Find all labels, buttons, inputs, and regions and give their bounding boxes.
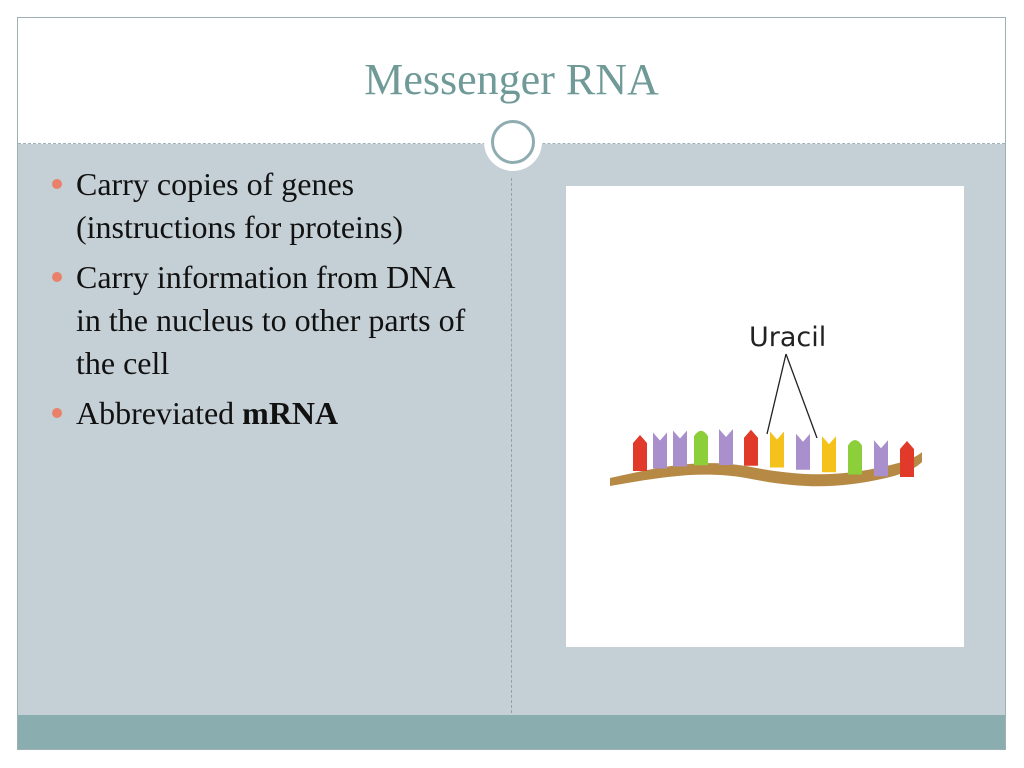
nucleotide-bases bbox=[633, 429, 914, 477]
nucleotide-base bbox=[900, 440, 914, 477]
bottom-accent-bar bbox=[18, 715, 1005, 749]
nucleotide-base bbox=[653, 432, 667, 469]
nucleotide-base bbox=[744, 429, 758, 466]
mrna-illustration: Uracil bbox=[610, 322, 922, 487]
bullet-dot-icon bbox=[52, 272, 62, 282]
title-ornament-ring bbox=[491, 120, 535, 164]
bullet-dot-icon bbox=[52, 408, 62, 418]
bullet-text: Carry copies of genes (instructions for … bbox=[76, 166, 404, 245]
bullet-item: Abbreviated mRNA bbox=[48, 392, 478, 435]
uracil-pointer-line bbox=[785, 353, 818, 439]
uracil-pointer-line bbox=[766, 353, 787, 435]
bullet-text: Abbreviated bbox=[76, 395, 243, 431]
nucleotide-base bbox=[673, 430, 687, 467]
column-divider bbox=[511, 178, 512, 718]
nucleotide-base bbox=[848, 440, 862, 475]
bullet-item: Carry information from DNA in the nucleu… bbox=[48, 256, 478, 385]
bullet-item: Carry copies of genes (instructions for … bbox=[48, 163, 478, 249]
rna-backbone bbox=[610, 452, 922, 487]
slide: Messenger RNA Carry copies of genes (ins… bbox=[17, 17, 1006, 750]
bullet-bold-term: mRNA bbox=[242, 395, 339, 431]
slide-title: Messenger RNA bbox=[364, 55, 659, 104]
uracil-base bbox=[822, 436, 836, 473]
nucleotide-base bbox=[719, 429, 733, 466]
bullet-text: Carry information from DNA in the nucleu… bbox=[76, 259, 466, 381]
uracil-base bbox=[770, 431, 784, 468]
nucleotide-base bbox=[633, 435, 647, 471]
mrna-figure: Uracil bbox=[566, 186, 964, 647]
uracil-label: Uracil bbox=[749, 322, 826, 353]
nucleotide-base bbox=[874, 440, 888, 477]
nucleotide-base bbox=[796, 433, 810, 470]
nucleotide-base bbox=[694, 430, 708, 466]
bullet-dot-icon bbox=[52, 179, 62, 189]
bullet-list: Carry copies of genes (instructions for … bbox=[48, 163, 478, 442]
